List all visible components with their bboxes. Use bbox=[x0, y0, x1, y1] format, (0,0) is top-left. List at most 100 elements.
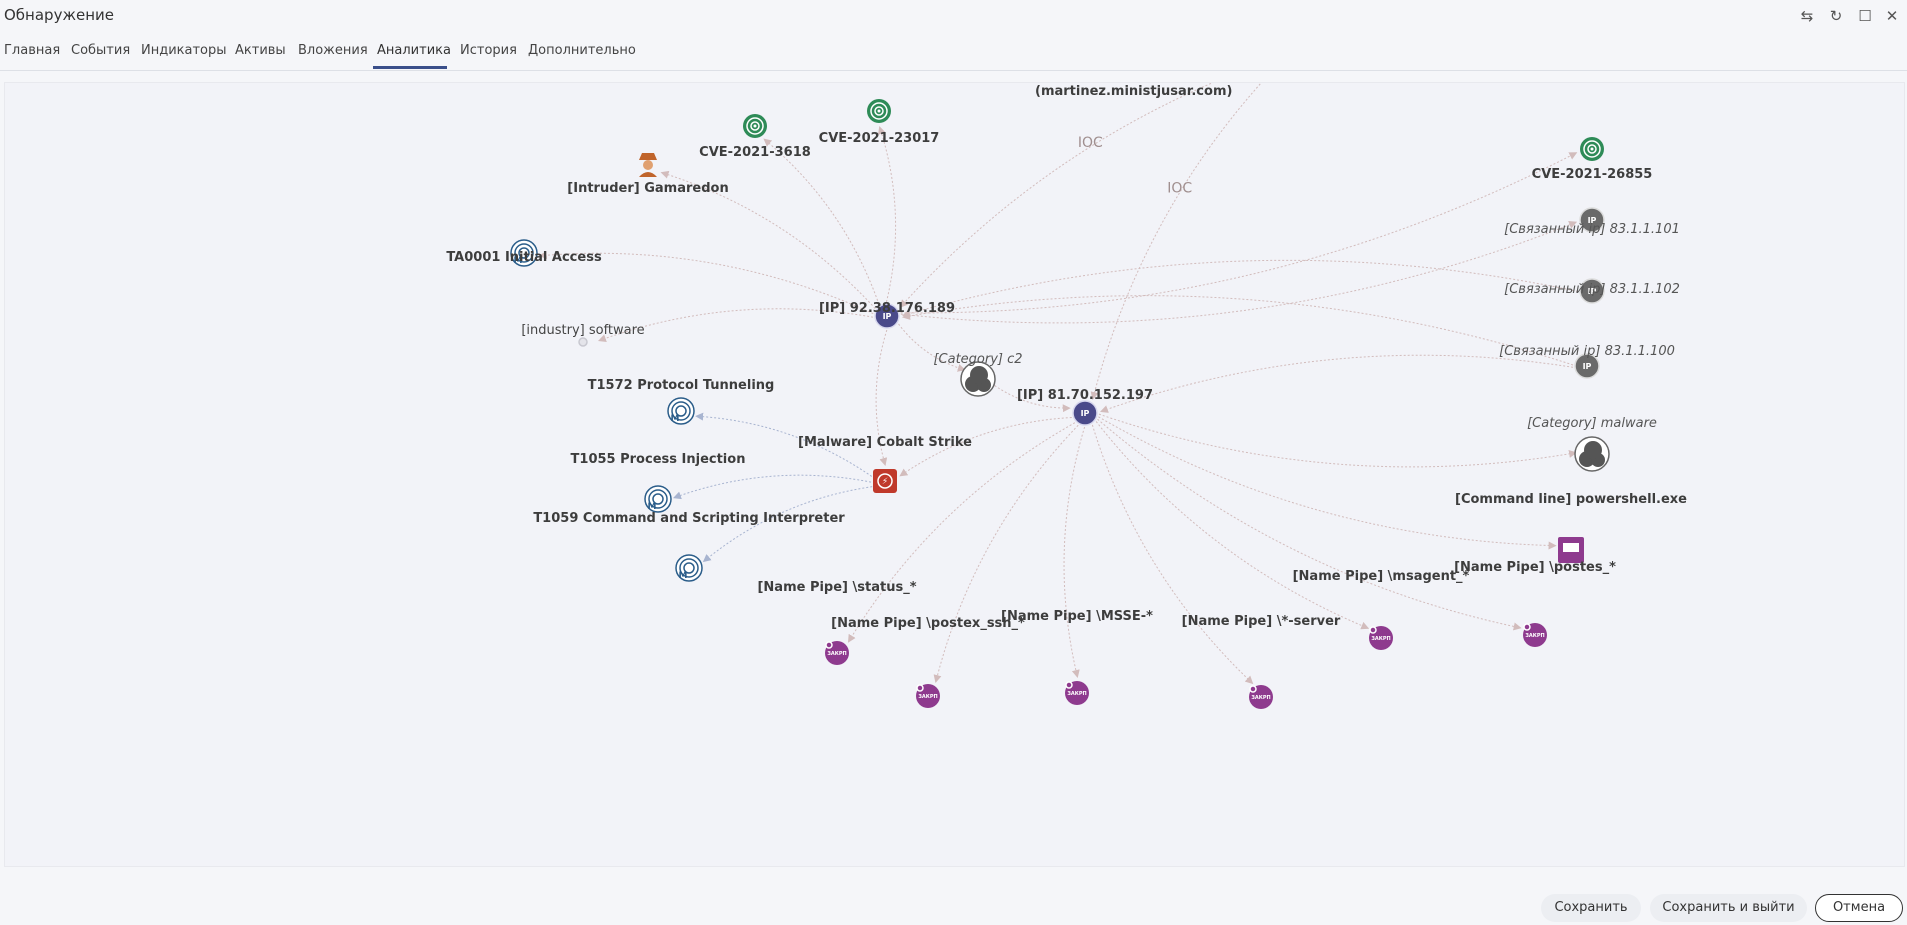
graph-node-cve23017[interactable]: CVE-2021-23017 bbox=[819, 99, 940, 146]
refresh-icon[interactable]: ↻ bbox=[1829, 7, 1843, 25]
svg-text:M: M bbox=[671, 414, 680, 424]
node-label: [Malware] Cobalt Strike bbox=[798, 435, 972, 450]
malware-icon: ⚡ bbox=[873, 469, 897, 493]
graph-node-np_postes[interactable]: ЗАКРП [Name Pipe] \postes_* bbox=[1454, 560, 1616, 647]
graph-node-t1572[interactable]: M T1572 Protocol Tunneling bbox=[588, 378, 775, 425]
svg-text:IP: IP bbox=[1583, 362, 1592, 371]
save-and-exit-button[interactable]: Сохранить и выйти bbox=[1650, 894, 1807, 922]
mitre-icon: M bbox=[644, 485, 672, 513]
target-icon bbox=[867, 99, 891, 123]
graph-edge bbox=[901, 295, 1574, 366]
graph-edge bbox=[933, 424, 1079, 683]
tab-assets[interactable]: Активы bbox=[235, 43, 286, 58]
node-label: [Name Pipe] \*-server bbox=[1182, 614, 1341, 629]
graph-edge bbox=[538, 251, 874, 315]
graph-edge bbox=[1098, 413, 1578, 468]
graph-edge bbox=[695, 412, 873, 477]
target-icon bbox=[1580, 137, 1604, 161]
node-label: [Name Pipe] \status_* bbox=[757, 580, 916, 595]
node-label: [industry] software bbox=[521, 323, 644, 338]
node-label: [Связанный ip] 83.1.1.101 bbox=[1504, 222, 1680, 237]
cancel-button[interactable]: Отмена bbox=[1815, 894, 1903, 922]
graph-node-np_msse[interactable]: ЗАКРП[Name Pipe] \MSSE-* bbox=[1001, 609, 1153, 705]
ip-icon: IP bbox=[874, 303, 900, 329]
graph-node-cobalt[interactable]: ⚡ [Malware] Cobalt Strike bbox=[798, 435, 972, 493]
tab-indicators[interactable]: Индикаторы bbox=[141, 43, 227, 58]
tab-analytics[interactable]: Аналитика bbox=[377, 43, 451, 58]
graph-node-np_status[interactable]: ЗАКРП[Name Pipe] \status_* bbox=[757, 580, 917, 665]
tab-additional[interactable]: Дополнительно bbox=[528, 43, 636, 58]
mitre-icon: M bbox=[667, 397, 695, 425]
node-label: [Intruder] Gamaredon bbox=[567, 181, 728, 196]
graph-node-rip100[interactable]: IP [Связанный ip] 83.1.1.100 bbox=[1499, 344, 1675, 379]
graph-node-intruder[interactable]: [Intruder] Gamaredon bbox=[567, 153, 729, 196]
graph-edge bbox=[898, 323, 966, 372]
svg-text:IP: IP bbox=[1081, 409, 1090, 418]
graph-node-np_postex[interactable]: ЗАКРП[Name Pipe] \postex_ssh_* bbox=[831, 616, 1025, 708]
tab-bar: Главная События Индикаторы Активы Вложен… bbox=[0, 36, 1907, 71]
node-label: CVE-2021-3618 bbox=[699, 145, 811, 160]
graph-node-cmdline[interactable]: [Command line] powershell.exe bbox=[1455, 492, 1687, 563]
node-label: [Связанный ip] 83.1.1.100 bbox=[1499, 344, 1675, 359]
mitre-icon: M bbox=[675, 554, 703, 582]
named-pipe-icon: ЗАКРП bbox=[1369, 626, 1393, 650]
graph-node-cat_c2[interactable]: [Category] c2 bbox=[933, 352, 1023, 397]
node-label: [Name Pipe] \postes_* bbox=[1454, 560, 1616, 575]
svg-text:M: M bbox=[648, 502, 657, 512]
dot-icon bbox=[578, 337, 588, 347]
graph-node-np_msagent[interactable]: ЗАКРП [Name Pipe] \msagent_* bbox=[1293, 569, 1470, 650]
node-label: T1572 Protocol Tunneling bbox=[588, 378, 775, 393]
graph-edge bbox=[900, 152, 1578, 314]
graph-node-industry[interactable]: [industry] software bbox=[521, 323, 645, 347]
tab-main[interactable]: Главная bbox=[4, 43, 61, 58]
node-label: (martinez.ministjusar.com) bbox=[1035, 84, 1232, 99]
node-label: [Связанный ip] 83.1.1.102 bbox=[1504, 282, 1680, 297]
node-label: T1059 Command and Scripting Interpreter bbox=[533, 511, 845, 526]
graph-node-cve3618[interactable]: CVE-2021-3618 bbox=[699, 114, 811, 160]
graph-edge bbox=[1099, 354, 1574, 413]
swap-icon[interactable]: ⇆ bbox=[1800, 7, 1814, 25]
svg-text:ЗАКРП: ЗАКРП bbox=[1067, 691, 1086, 697]
tab-events[interactable]: События bbox=[71, 43, 131, 58]
graph-edge bbox=[702, 486, 873, 563]
graph-edge bbox=[1098, 416, 1557, 550]
tab-history[interactable]: История bbox=[460, 43, 517, 58]
svg-text:ЗАКРП: ЗАКРП bbox=[1525, 633, 1544, 639]
related-ip-icon: IP bbox=[1579, 207, 1605, 233]
node-label: Обращение с подозрительного IP 92.38.176… bbox=[1035, 83, 1400, 84]
svg-text:IP: IP bbox=[1588, 216, 1597, 225]
node-label: [Command line] powershell.exe bbox=[1455, 492, 1687, 507]
graph-node-cve26855[interactable]: CVE-2021-26855 bbox=[1532, 137, 1653, 182]
graph-node-cat_mal[interactable]: [Category] malware bbox=[1527, 416, 1657, 472]
graph-edge bbox=[902, 259, 1579, 318]
svg-text:ЗАКРП: ЗАКРП bbox=[1251, 695, 1270, 701]
graph-edge bbox=[899, 83, 1214, 308]
node-label: [Name Pipe] \msagent_* bbox=[1293, 569, 1470, 584]
named-pipe-icon: ЗАКРП bbox=[1523, 623, 1547, 647]
graph-edge bbox=[847, 422, 1076, 643]
target-icon bbox=[743, 114, 767, 138]
graph-node-incident[interactable]: Обращение с подозрительного IP 92.38.176… bbox=[1035, 83, 1400, 99]
graph-node-np_server[interactable]: ЗАКРП [Name Pipe] \*-server bbox=[1182, 614, 1341, 709]
graph-node-t1059[interactable]: M T1059 Command and Scripting Interpreter bbox=[533, 511, 845, 582]
svg-text:M: M bbox=[514, 256, 523, 266]
close-icon[interactable]: ✕ bbox=[1885, 7, 1899, 25]
graph-node-rip102[interactable]: IP[Связанный ip] 83.1.1.102 bbox=[1504, 278, 1680, 304]
active-tab-indicator bbox=[373, 66, 447, 69]
category-icon bbox=[960, 361, 996, 397]
graph-node-rip101[interactable]: IP[Связанный ip] 83.1.1.101 bbox=[1504, 207, 1680, 237]
graph-node-ip2[interactable]: IP[IP] 81.70.152.197 bbox=[1017, 388, 1153, 426]
maximize-icon[interactable]: ☐ bbox=[1858, 7, 1872, 25]
node-label: [Name Pipe] \postex_ssh_* bbox=[831, 616, 1025, 631]
save-button[interactable]: Сохранить bbox=[1541, 894, 1641, 922]
node-label: CVE-2021-26855 bbox=[1532, 167, 1653, 182]
graph-edge bbox=[763, 138, 880, 305]
svg-text:M: M bbox=[679, 571, 688, 581]
graph-node-ip1[interactable]: IP[IP] 92.38.176.189 bbox=[819, 301, 955, 329]
intruder-icon bbox=[639, 153, 657, 177]
tab-attachments[interactable]: Вложения bbox=[298, 43, 368, 58]
